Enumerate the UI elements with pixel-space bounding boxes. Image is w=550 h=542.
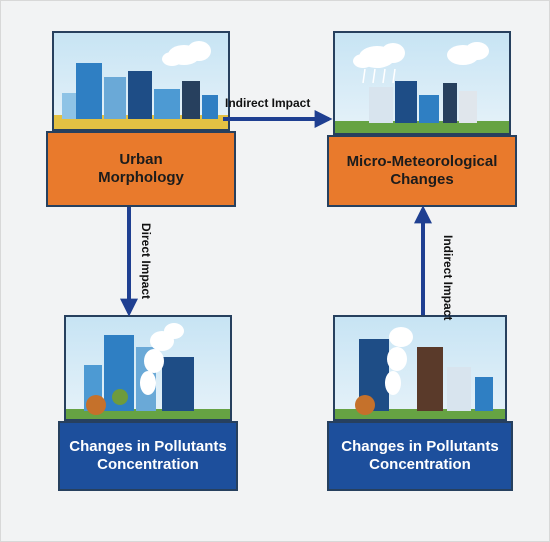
micro-meteorological-node: Micro-Meteorological Changes: [327, 31, 517, 207]
indirect-impact-right-label: Indirect Impact: [441, 235, 455, 321]
urban-morphology-label: Urban Morphology: [46, 131, 236, 207]
polluted-city-illustration: [64, 315, 232, 421]
micro-meteorological-label: Micro-Meteorological Changes: [327, 135, 517, 207]
pollutants-left-node: Changes in Pollutants Concentration: [58, 315, 238, 491]
cloud-icon: [447, 42, 489, 65]
indirect-impact-top-label: Indirect Impact: [225, 96, 311, 110]
pollutants-right-label: Changes in Pollutants Concentration: [327, 421, 513, 491]
smoke-plume: [385, 327, 413, 395]
weather-city-illustration: [333, 31, 511, 135]
rain-cloud-icon: [353, 43, 405, 68]
smoke-plume: [140, 323, 184, 395]
pollutants-right-node: Changes in Pollutants Concentration: [327, 315, 513, 491]
polluted-city-illustration: [333, 315, 507, 421]
pollutants-left-label: Changes in Pollutants Concentration: [58, 421, 238, 491]
direct-impact-label: Direct Impact: [139, 223, 153, 300]
urban-morphology-node: Urban Morphology: [46, 31, 236, 207]
city-skyline-illustration: [52, 31, 230, 131]
cloud-icon: [162, 41, 211, 66]
